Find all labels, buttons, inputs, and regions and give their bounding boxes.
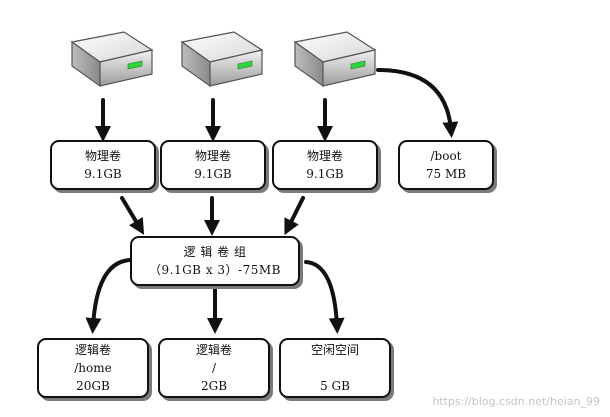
physical-volume-size: 9.1GB (306, 167, 344, 181)
watermark: https://blog.csdn.net/heian_99 (432, 395, 600, 408)
arrow-pv3-vg (284, 196, 305, 236)
hard-drive-icon (294, 31, 376, 87)
arrow-vg-lv-home (85, 258, 132, 334)
physical-volume-box: 物理卷 9.1GB (50, 140, 156, 190)
volume-group-box: 逻 辑 卷 组 （9.1GB x 3）-75MB (130, 236, 300, 286)
free-space-label: 空闲空间 (310, 343, 359, 357)
physical-volume-label: 物理卷 (84, 149, 121, 163)
free-space-size: 5 GB (320, 379, 350, 393)
volume-group-label: 逻 辑 卷 组 (183, 245, 247, 259)
logical-volume-box: 逻辑卷 /home 20GB (37, 338, 149, 398)
free-space-box: 空闲空间 5 GB (279, 338, 391, 398)
boot-partition-label: /boot (430, 149, 462, 163)
physical-volume-label: 物理卷 (306, 149, 343, 163)
volume-group-size: （9.1GB x 3）-75MB (149, 263, 281, 277)
boot-partition-box: /boot 75 MB (398, 140, 494, 190)
arrow-pv1-vg (120, 196, 145, 235)
physical-volume-box: 物理卷 9.1GB (272, 140, 378, 190)
logical-volume-mount: /home (74, 361, 112, 375)
logical-volume-size: 2GB (200, 379, 228, 393)
hard-drive-icon (71, 31, 153, 87)
logical-volume-label: 逻辑卷 (74, 343, 111, 357)
physical-volume-label: 物理卷 (194, 149, 231, 163)
arrow-disk3-boot (376, 68, 459, 138)
logical-volume-label: 逻辑卷 (195, 343, 232, 357)
logical-volume-box: 逻辑卷 / 2GB (158, 338, 270, 398)
boot-partition-size: 75 MB (425, 167, 467, 181)
physical-volume-size: 9.1GB (84, 167, 122, 181)
logical-volume-mount: / (211, 361, 217, 375)
physical-volume-box: 物理卷 9.1GB (160, 140, 266, 190)
arrow-vg-free-space (304, 260, 345, 334)
logical-volume-size: 20GB (76, 379, 110, 393)
physical-volume-size: 9.1GB (194, 167, 232, 181)
hard-drive-icon (181, 31, 263, 87)
